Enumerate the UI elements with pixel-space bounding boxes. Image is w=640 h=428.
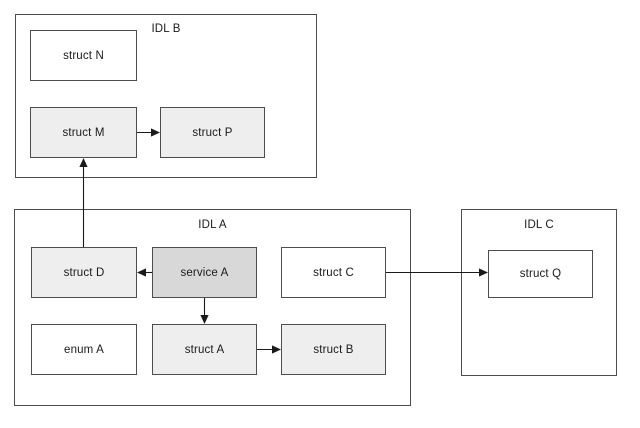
node-label-struct-p: struct P (192, 126, 233, 139)
container-idl-a[interactable] (14, 209, 411, 406)
node-label-struct-q: struct Q (519, 268, 562, 280)
node-struct-q[interactable]: struct Q (488, 250, 593, 298)
node-service-a[interactable]: service A (152, 247, 257, 298)
node-label-service-a: service A (180, 266, 229, 279)
node-struct-d[interactable]: struct D (31, 247, 137, 298)
node-label-struct-c: struct C (313, 266, 354, 279)
node-enum-a[interactable]: enum A (31, 324, 137, 375)
node-label-struct-b: struct B (313, 343, 354, 356)
node-struct-m[interactable]: struct M (30, 107, 137, 158)
container-label-idl-b: IDL B (151, 23, 181, 35)
container-idl-c[interactable] (461, 209, 617, 376)
node-struct-a[interactable]: struct A (152, 324, 257, 375)
container-idl-b[interactable] (15, 14, 317, 178)
node-label-struct-n: struct N (63, 49, 104, 62)
container-label-idl-c: IDL C (524, 219, 554, 231)
node-struct-c[interactable]: struct C (281, 247, 386, 298)
node-struct-b[interactable]: struct B (281, 324, 386, 375)
node-struct-p[interactable]: struct P (160, 107, 265, 158)
node-label-struct-a: struct A (184, 343, 225, 356)
node-label-enum-a: enum A (64, 343, 104, 356)
node-struct-n[interactable]: struct N (30, 30, 137, 81)
node-label-struct-d: struct D (63, 266, 105, 279)
container-label-idl-a: IDL A (198, 219, 227, 231)
node-label-struct-m: struct M (62, 126, 105, 139)
